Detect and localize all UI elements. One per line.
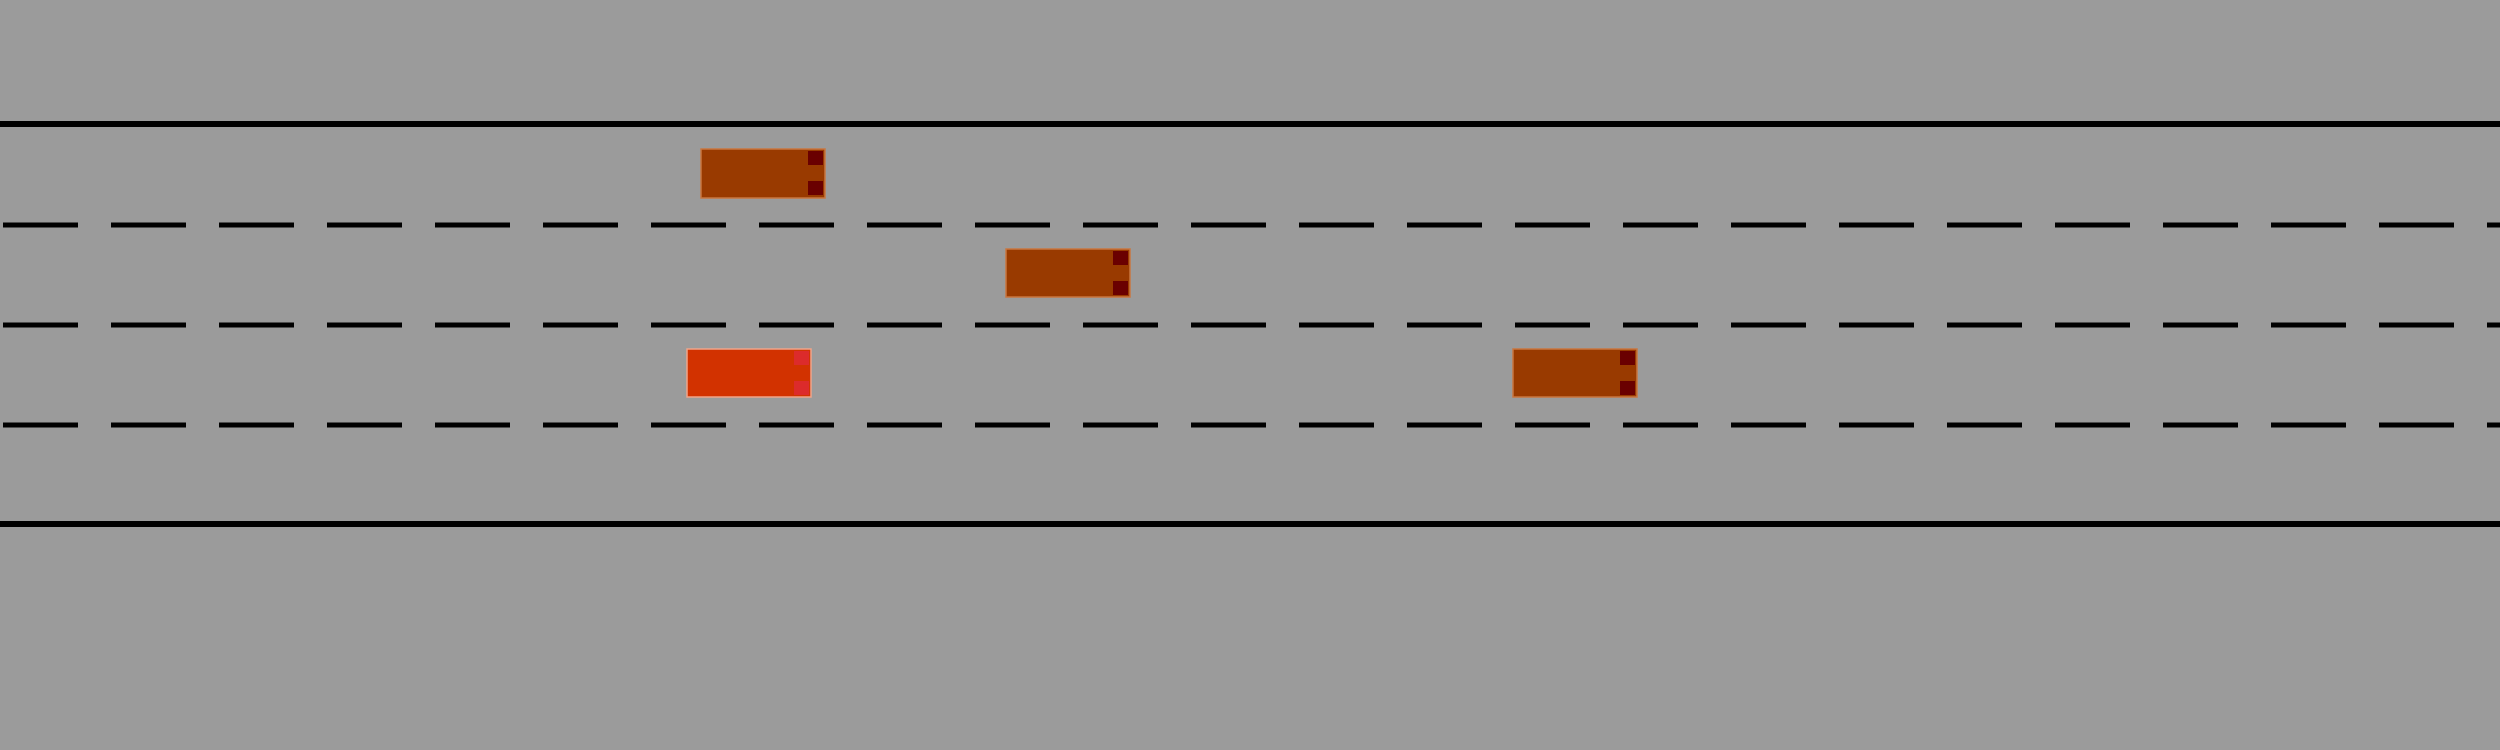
car-light xyxy=(1620,351,1635,365)
car-light xyxy=(1620,381,1635,395)
other-car xyxy=(1005,248,1131,298)
car-body xyxy=(686,348,812,398)
car-body xyxy=(1512,348,1638,398)
car-light xyxy=(1113,251,1128,265)
other-car xyxy=(1512,348,1638,398)
other-car xyxy=(700,148,826,199)
car-body xyxy=(1005,248,1131,298)
car-light xyxy=(1113,281,1128,295)
car-light xyxy=(794,351,809,365)
car-light xyxy=(808,181,823,195)
car-body xyxy=(700,148,826,199)
car-light xyxy=(808,151,823,165)
ego-car xyxy=(686,348,812,398)
car-light xyxy=(794,381,809,395)
vehicles-layer xyxy=(686,148,1638,398)
